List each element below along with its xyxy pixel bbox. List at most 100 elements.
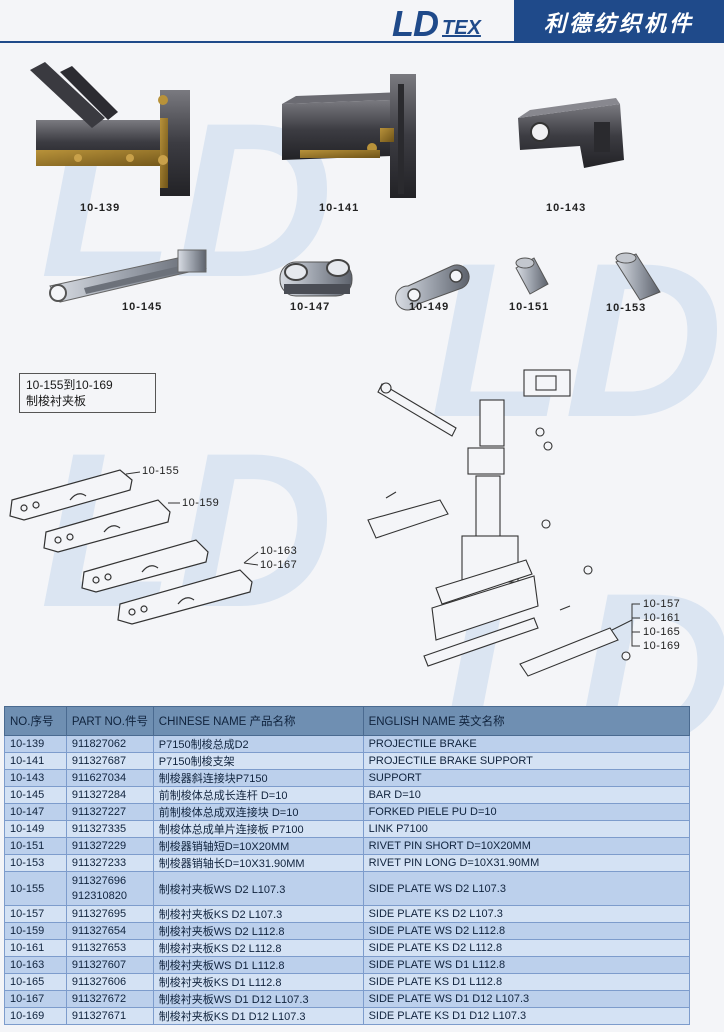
cell-english-name: FORKED PIELE PU D=10 bbox=[362, 803, 691, 821]
header-rule bbox=[0, 41, 724, 43]
header-chinese-name: CHINESE NAME 产品名称 bbox=[152, 706, 364, 736]
cell-english-name: SIDE PLATE KS D2 L107.3 bbox=[362, 905, 691, 923]
part-10-151-image bbox=[515, 257, 549, 295]
part-label: 10-145 bbox=[122, 301, 163, 313]
cell-no: 10-159 bbox=[4, 922, 67, 940]
part-10-139-image bbox=[30, 62, 190, 196]
cell-part-no: 911327671 bbox=[65, 1007, 154, 1025]
exploded-assembly-drawing bbox=[367, 369, 631, 677]
part-10-141-image bbox=[282, 74, 416, 198]
cell-english-name: PROJECTILE BRAKE bbox=[362, 735, 691, 753]
cell-chinese-name: P7150制梭支架 bbox=[152, 752, 364, 770]
part-label: 10-151 bbox=[509, 301, 550, 313]
cell-no: 10-143 bbox=[4, 769, 67, 787]
cell-no: 10-147 bbox=[4, 803, 67, 821]
cell-part-no: 911327335 bbox=[65, 820, 154, 838]
cell-chinese-name: 制梭衬夹板KS D1 L112.8 bbox=[152, 973, 364, 991]
cell-no: 10-157 bbox=[4, 905, 67, 923]
callout-label: 10-169 bbox=[643, 640, 681, 652]
brand-chinese-name: 利德纺织机件 bbox=[543, 10, 694, 37]
part-10-149-image bbox=[395, 264, 470, 311]
cell-english-name: SIDE PLATE WS D1 D12 L107.3 bbox=[362, 990, 691, 1008]
cell-chinese-name: 制梭衬夹板WS D1 D12 L107.3 bbox=[152, 990, 364, 1008]
cell-part-no: 911327687 bbox=[65, 752, 154, 770]
cell-chinese-name: 制梭衬夹板WS D1 L112.8 bbox=[152, 956, 364, 974]
table-header-row: NO.序号 PART NO.件号 CHINESE NAME 产品名称 ENGLI… bbox=[4, 706, 691, 736]
parts-table: NO.序号 PART NO.件号 CHINESE NAME 产品名称 ENGLI… bbox=[4, 706, 691, 1025]
cell-chinese-name: 前制梭体总成长连杆 D=10 bbox=[152, 786, 364, 804]
callout-label: 10-157 bbox=[643, 598, 681, 610]
part-10-147-image bbox=[279, 259, 353, 297]
cell-no: 10-169 bbox=[4, 1007, 67, 1025]
cell-chinese-name: 制梭衬夹板KS D1 D12 L107.3 bbox=[152, 1007, 364, 1025]
part-label: 10-143 bbox=[546, 202, 587, 214]
cell-part-no: 911327654 bbox=[65, 922, 154, 940]
cell-chinese-name: 制梭衬夹板WS D2 L112.8 bbox=[152, 922, 364, 940]
cell-part-no: 911327229 bbox=[65, 837, 154, 855]
cell-part-no: 911327284 bbox=[65, 786, 154, 804]
cell-no: 10-155 bbox=[4, 871, 67, 906]
cell-part-no: 911327653 bbox=[65, 939, 154, 957]
brand-tex: TEX bbox=[442, 17, 481, 39]
part-label: 10-149 bbox=[409, 301, 450, 313]
part-label: 10-153 bbox=[606, 302, 647, 314]
cell-chinese-name: 制梭体总成单片连接板 P7100 bbox=[152, 820, 364, 838]
cell-english-name: SIDE PLATE KS D1 D12 L107.3 bbox=[362, 1007, 691, 1025]
brand-chinese-banner: 利德纺织机件 bbox=[514, 0, 724, 43]
cell-part-no: 911327606 bbox=[65, 973, 154, 991]
callout-label: 10-165 bbox=[643, 626, 681, 638]
cell-no: 10-139 bbox=[4, 735, 67, 753]
callout-label: 10-161 bbox=[643, 612, 681, 624]
callout-label: 10-167 bbox=[260, 559, 298, 571]
cell-english-name: SIDE PLATE KS D1 L112.8 bbox=[362, 973, 691, 991]
cell-chinese-name: 制梭衬夹板WS D2 L107.3 bbox=[152, 871, 364, 906]
part-label: 10-141 bbox=[319, 202, 360, 214]
cell-no: 10-165 bbox=[4, 973, 67, 991]
part-10-153-image bbox=[615, 252, 661, 301]
range-caption-line2: 制梭衬夹板 bbox=[26, 394, 87, 408]
range-caption-box: 10-155到10-169 制梭衬夹板 bbox=[19, 373, 156, 413]
part-no-primary: 911327696 bbox=[71, 874, 127, 887]
cell-chinese-name: 制梭衬夹板KS D2 L107.3 bbox=[152, 905, 364, 923]
brand-logo: LD TEX bbox=[392, 4, 481, 42]
cell-english-name: SIDE PLATE WS D1 L112.8 bbox=[362, 956, 691, 974]
cell-chinese-name: 前制梭体总成双连接块 D=10 bbox=[152, 803, 364, 821]
cell-english-name: LINK P7100 bbox=[362, 820, 691, 838]
cell-english-name: SIDE PLATE WS D2 L107.3 bbox=[362, 871, 691, 906]
cell-chinese-name: 制梭器斜连接块P7150 bbox=[152, 769, 364, 787]
brand-ld: LD bbox=[392, 3, 439, 44]
parts-illustration bbox=[9, 62, 661, 677]
cell-part-no: 911327695 bbox=[65, 905, 154, 923]
left-callout-leaders bbox=[125, 471, 259, 566]
cell-no: 10-167 bbox=[4, 990, 67, 1008]
cell-english-name: RIVET PIN SHORT D=10X20MM bbox=[362, 837, 691, 855]
header-english-name: ENGLISH NAME 英文名称 bbox=[362, 706, 691, 736]
header-no: NO.序号 bbox=[4, 706, 67, 736]
cell-no: 10-163 bbox=[4, 956, 67, 974]
cell-english-name: BAR D=10 bbox=[362, 786, 691, 804]
part-label: 10-147 bbox=[290, 301, 331, 313]
cell-chinese-name: 制梭器销轴短D=10X20MM bbox=[152, 837, 364, 855]
cell-part-no: 911627034 bbox=[65, 769, 154, 787]
cell-no: 10-145 bbox=[4, 786, 67, 804]
cell-english-name: SIDE PLATE WS D2 L112.8 bbox=[362, 922, 691, 940]
cell-english-name: SIDE PLATE KS D2 L112.8 bbox=[362, 939, 691, 957]
header-part-no: PART NO.件号 bbox=[65, 706, 154, 736]
callout-label: 10-159 bbox=[182, 497, 220, 509]
cell-no: 10-151 bbox=[4, 837, 67, 855]
